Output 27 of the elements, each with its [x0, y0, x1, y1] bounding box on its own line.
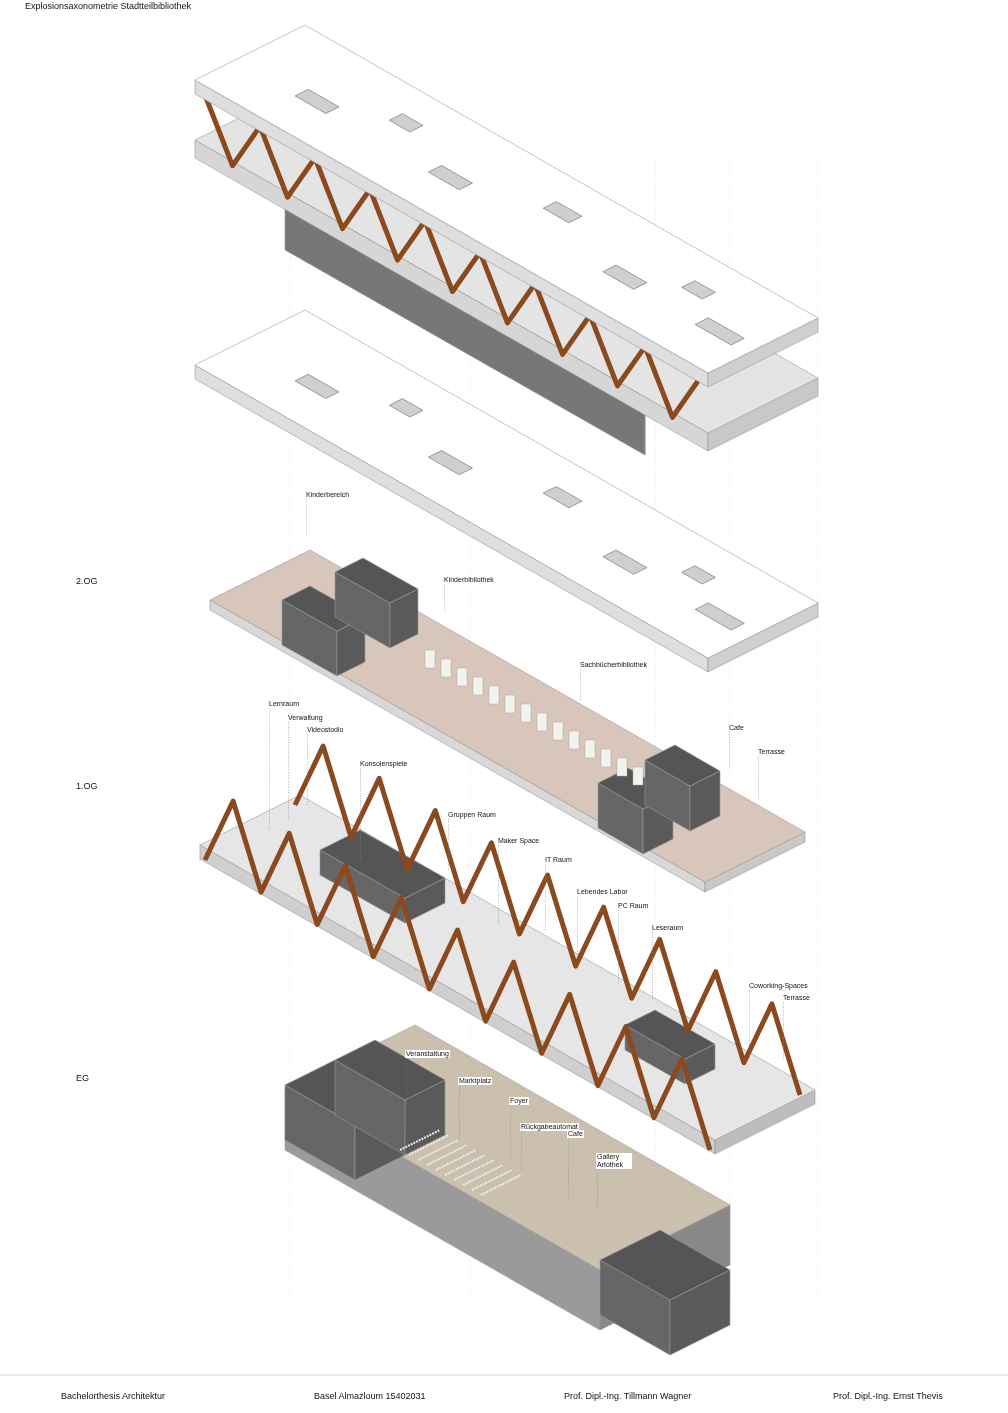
floor-label: 2.OG	[75, 576, 99, 586]
leader-line	[783, 1001, 784, 1061]
leader-line	[498, 844, 499, 926]
leader-line	[448, 818, 449, 871]
leader-line	[288, 721, 289, 821]
leader-line	[406, 1057, 407, 1131]
footer-text: Prof. Dipl.-Ing. Tillmann Wagner	[563, 1391, 693, 1401]
footer-text: Basel Almazloum 15402031	[313, 1391, 427, 1401]
leader-line	[597, 1168, 598, 1211]
footer-text: Prof. Dipl.-Ing. Ernst Thevis	[832, 1391, 944, 1401]
title: Explosionsaxonometrie Stadtteilbibliothek	[24, 1, 193, 11]
leader-line	[729, 731, 730, 769]
leader-line	[269, 707, 270, 831]
floor-label: 1.OG	[75, 781, 99, 791]
leader-line	[306, 498, 307, 537]
leader-line	[360, 767, 361, 861]
leader-line	[577, 895, 578, 961]
footer-text: Bachelorthesis Architektur	[60, 1391, 167, 1401]
leader-line	[618, 909, 619, 986]
floor-label: EG	[75, 1073, 90, 1083]
leader-line	[749, 989, 750, 1061]
leader-line	[652, 931, 653, 1001]
leader-line	[758, 755, 759, 801]
leader-line	[545, 863, 546, 931]
leader-line	[580, 668, 581, 701]
leader-line	[307, 733, 308, 806]
leader-line	[444, 583, 445, 613]
